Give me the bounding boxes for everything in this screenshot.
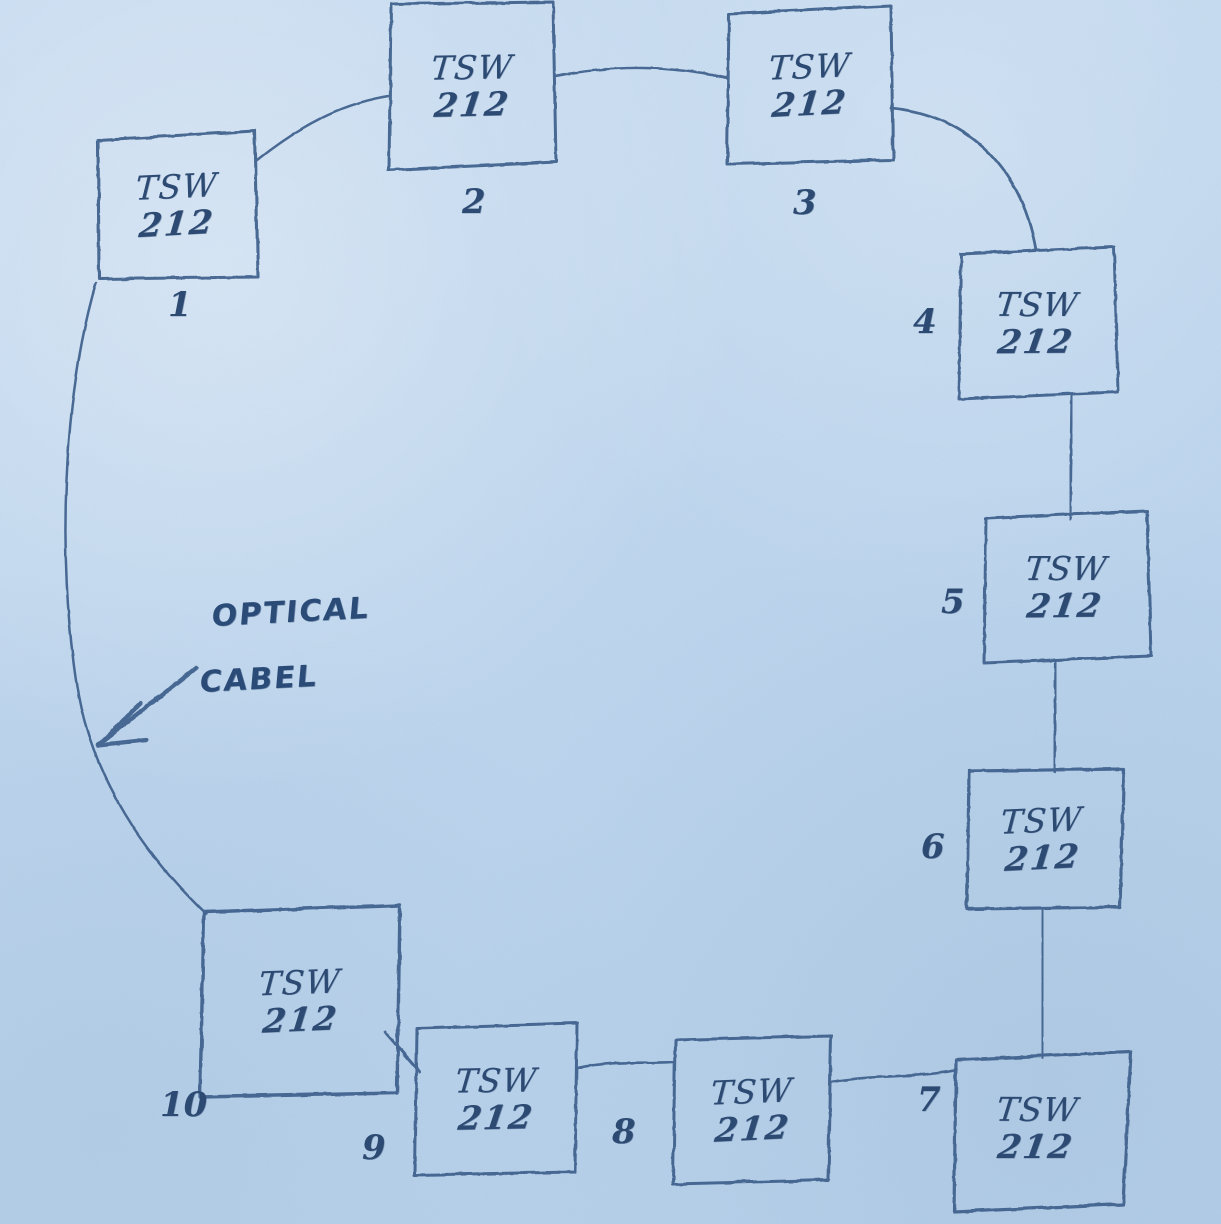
node-4-model: 212 bbox=[995, 321, 1077, 362]
node-5-title: TSW bbox=[1023, 548, 1109, 589]
node-6-model: 212 bbox=[1002, 836, 1082, 879]
node-5-number: 5 bbox=[941, 582, 965, 622]
node-1-model: 212 bbox=[137, 201, 217, 246]
node-3-model: 212 bbox=[770, 82, 850, 125]
link-2-3 bbox=[554, 66, 729, 80]
link-4-5 bbox=[1068, 392, 1074, 521]
node-2-number: 2 bbox=[462, 182, 486, 222]
node-3-title: TSW bbox=[767, 45, 852, 88]
node-6-number: 6 bbox=[921, 827, 945, 867]
node-5-model: 212 bbox=[1024, 585, 1106, 626]
node-9-model: 212 bbox=[455, 1097, 537, 1138]
node-2-title: TSW bbox=[429, 47, 515, 88]
node-1-number: 1 bbox=[168, 285, 192, 325]
link-8-9 bbox=[575, 1060, 675, 1070]
node-8-number: 8 bbox=[612, 1112, 636, 1152]
node-7-title: TSW bbox=[994, 1089, 1081, 1130]
node-4-number: 4 bbox=[913, 302, 937, 342]
node-4-title: TSW bbox=[994, 284, 1080, 325]
link-6-7 bbox=[1040, 906, 1045, 1060]
optical-cable-annotation-line2: CABEL bbox=[198, 658, 320, 701]
link-1-2 bbox=[255, 94, 391, 162]
node-7-model: 212 bbox=[995, 1126, 1077, 1167]
node-7-number: 7 bbox=[917, 1080, 941, 1120]
node-2-model: 212 bbox=[431, 84, 513, 125]
node-8-title: TSW bbox=[709, 1070, 794, 1113]
link-3-4 bbox=[889, 106, 1038, 252]
node-10-title: TSW bbox=[257, 961, 343, 1004]
node-8-model: 212 bbox=[712, 1107, 792, 1150]
node-9-title: TSW bbox=[453, 1060, 539, 1101]
node-3-number: 3 bbox=[793, 183, 817, 223]
node-10-number: 10 bbox=[160, 1085, 208, 1125]
annotation-arrow-head-icon bbox=[95, 700, 149, 748]
link-5-6 bbox=[1052, 658, 1058, 774]
link-10-1-optical-cable bbox=[64, 281, 208, 916]
node-9-number: 9 bbox=[362, 1128, 386, 1168]
node-6-title: TSW bbox=[999, 799, 1084, 842]
node-1-title: TSW bbox=[134, 165, 219, 208]
node-10-model: 212 bbox=[260, 998, 341, 1041]
